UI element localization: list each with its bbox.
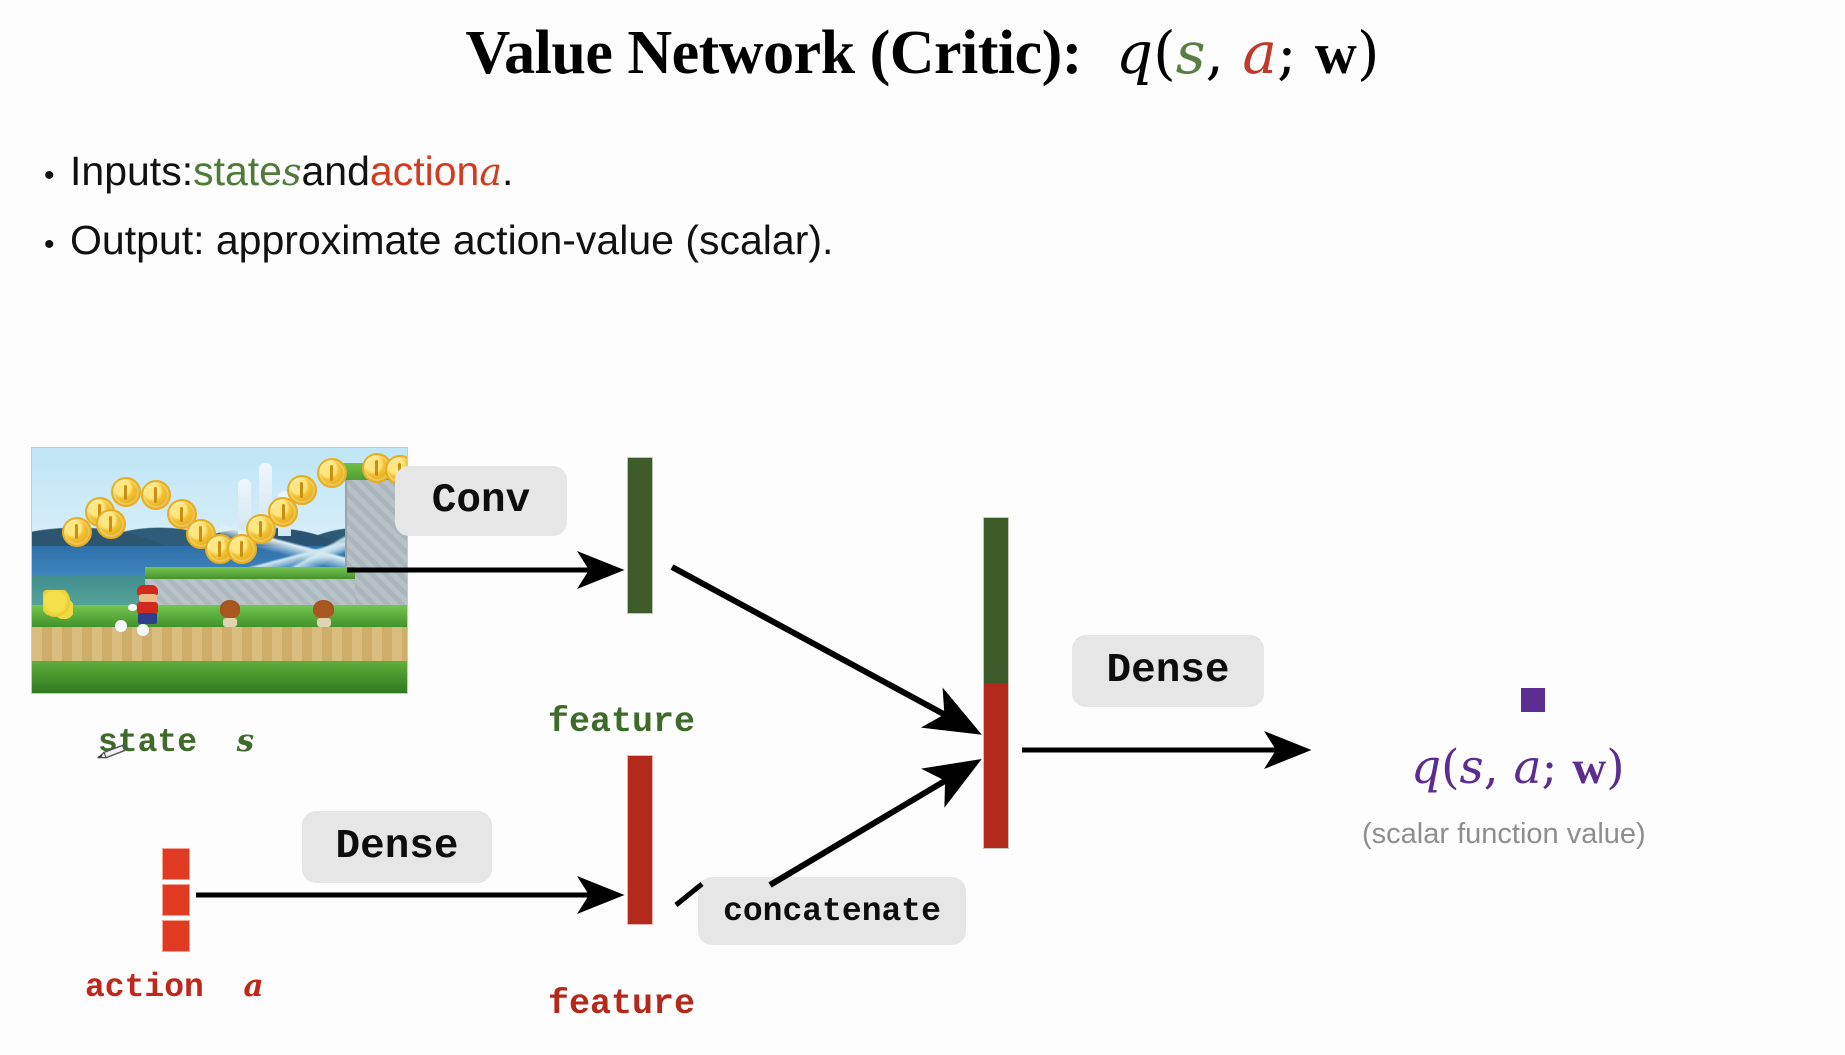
concat-action-segment — [984, 683, 1008, 848]
enemy-head — [219, 599, 241, 618]
formula-close-paren: ) — [1356, 19, 1380, 87]
concatenate-op-box[interactable]: concatenate — [698, 877, 966, 945]
formula-comma: , — [1205, 19, 1224, 87]
coin-icon — [62, 516, 92, 547]
output-scalar-square — [1521, 688, 1545, 712]
bullet-item-output: • Output: approximate action-value (scal… — [44, 217, 1244, 264]
enemy-foot — [222, 617, 237, 627]
formula-open-paren: ( — [1153, 19, 1176, 87]
output-formula-comma: , — [1483, 740, 1499, 795]
mario-character — [127, 585, 163, 625]
coin-icon — [95, 509, 126, 540]
enemy-character — [219, 599, 241, 627]
conv-op-box[interactable]: Conv — [395, 466, 567, 536]
action-label-word: action — [85, 969, 204, 1006]
arrow-state-feature-to-concat — [670, 564, 982, 735]
action-label-symbol: a — [243, 968, 264, 1004]
state-feature-label: feature — [548, 702, 696, 742]
arrow-action-feature-to-concat — [768, 759, 982, 888]
bullet-inputs-state-symbol: s — [281, 150, 302, 194]
bullet-inputs-prefix: Inputs: — [70, 148, 194, 194]
action-vector-cell — [162, 884, 190, 916]
platform-grass-top — [144, 566, 355, 580]
mario-face — [138, 593, 157, 603]
concat-state-segment — [984, 518, 1008, 683]
title-text: Value Network (Critic): — [465, 19, 1083, 87]
action-vector-cell — [162, 848, 190, 880]
enemy-head — [313, 599, 334, 618]
dense-output-op-box[interactable]: Dense — [1072, 635, 1264, 707]
concatenated-feature-bar — [983, 517, 1009, 849]
output-formula-semicolon: ; — [1541, 740, 1558, 795]
output-formula-state-symbol: s — [1459, 740, 1484, 795]
bullet-inputs-action-symbol: a — [479, 150, 502, 194]
bullet-marker-icon: • — [44, 228, 55, 261]
action-input-label: action a — [85, 968, 264, 1006]
pen-cursor-icon — [96, 744, 126, 759]
bullet-inputs-and: and — [301, 148, 370, 194]
mario-cap — [136, 585, 159, 596]
enemy-character — [313, 599, 334, 627]
output-formula-open-paren: ( — [1441, 740, 1460, 795]
output-formula: q(s, a; w) — [1411, 740, 1625, 795]
ground-dirt-layer — [32, 626, 407, 664]
enemy-foot — [316, 617, 331, 627]
action-feature-bar — [627, 755, 653, 925]
output-formula-action-symbol: a — [1513, 740, 1542, 795]
mario-legs — [138, 612, 158, 625]
formula-state-symbol: s — [1175, 19, 1206, 87]
action-vector-cell — [162, 920, 190, 952]
dust-puff-icon — [137, 624, 149, 637]
coin-icon — [287, 474, 317, 505]
bullet-item-inputs: • Inputs: state s and action a. — [44, 148, 1244, 195]
state-label-symbol: s — [236, 723, 255, 759]
bullet-marker-icon: • — [44, 159, 55, 192]
bullet-output-text: Output: approximate action-value (scalar… — [70, 217, 834, 263]
formula-weights-symbol: w — [1314, 21, 1357, 86]
formula-semicolon: ; — [1276, 19, 1297, 87]
plant-decoration — [43, 590, 74, 620]
mario-body — [136, 601, 159, 615]
output-formula-weights-symbol: w — [1572, 742, 1607, 794]
state-game-screenshot — [31, 447, 408, 694]
action-input-vector — [162, 848, 190, 956]
action-feature-label: feature — [548, 984, 696, 1024]
formula-action-symbol: a — [1242, 19, 1277, 87]
coin-icon — [110, 477, 141, 508]
dust-puff-icon — [114, 619, 127, 632]
page-title: Value Network (Critic): q(s, a; w) — [0, 18, 1845, 89]
mario-hand — [127, 603, 137, 612]
output-formula-q: q — [1411, 740, 1442, 795]
bullet-inputs-action-word: action — [369, 148, 480, 194]
bullet-inputs-period: . — [502, 148, 514, 194]
ground-bottom-layer — [32, 661, 407, 693]
coin-icon — [140, 479, 171, 510]
output-formula-close-paren: ) — [1606, 740, 1625, 795]
output-caption: (scalar function value) — [1362, 818, 1646, 850]
formula-q: q — [1115, 19, 1154, 87]
bullet-inputs-state-word: state — [193, 148, 282, 194]
bullet-list: • Inputs: state s and action a. • Output… — [44, 148, 1244, 286]
dense-action-op-box[interactable]: Dense — [302, 811, 492, 883]
title-formula: q(s, a; w) — [1116, 19, 1380, 87]
coin-icon — [317, 457, 347, 488]
state-feature-bar — [627, 457, 653, 614]
